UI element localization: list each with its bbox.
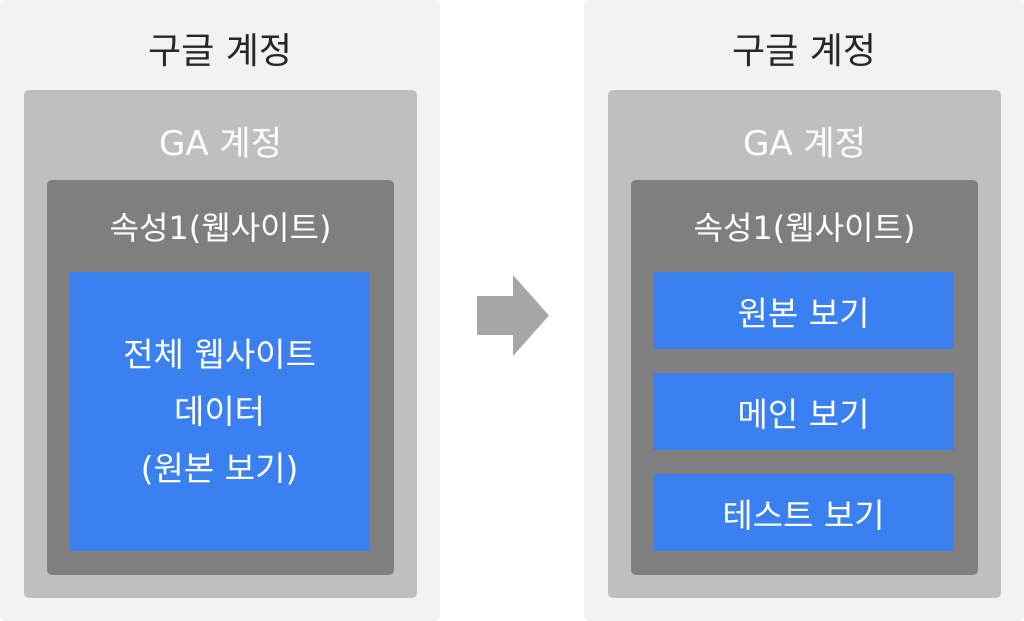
view-line: (원본 보기)	[140, 449, 299, 488]
property-title: 속성1(웹사이트)	[693, 209, 916, 247]
property-box: 속성1(웹사이트) 전체 웹사이트 데이터 (원본 보기)	[47, 180, 394, 575]
all-website-data-view: 전체 웹사이트 데이터 (원본 보기)	[69, 272, 370, 551]
property-title: 속성1(웹사이트)	[109, 209, 332, 247]
right-google-account-panel: 구글 계정 GA 계정 속성1(웹사이트) 원본 보기 메인 보기 테스트 보기	[584, 0, 1024, 621]
google-account-title: 구글 계정	[148, 31, 292, 72]
ga-account-box: GA 계정 속성1(웹사이트) 전체 웹사이트 데이터 (원본 보기)	[24, 90, 417, 598]
test-view: 테스트 보기	[653, 474, 954, 551]
right-arrow-icon	[477, 275, 549, 356]
original-view: 원본 보기	[653, 272, 954, 349]
ga-account-box: GA 계정 속성1(웹사이트) 원본 보기 메인 보기 테스트 보기	[608, 90, 1001, 598]
left-google-account-panel: 구글 계정 GA 계정 속성1(웹사이트) 전체 웹사이트 데이터 (원본 보기…	[0, 0, 440, 621]
ga-account-title: GA 계정	[159, 124, 282, 164]
main-view: 메인 보기	[653, 373, 954, 450]
ga-account-title: GA 계정	[743, 124, 866, 164]
view-line: 전체 웹사이트	[123, 335, 316, 374]
google-account-title: 구글 계정	[732, 31, 876, 72]
view-line: 데이터	[173, 392, 266, 431]
property-box: 속성1(웹사이트) 원본 보기 메인 보기 테스트 보기	[631, 180, 978, 575]
